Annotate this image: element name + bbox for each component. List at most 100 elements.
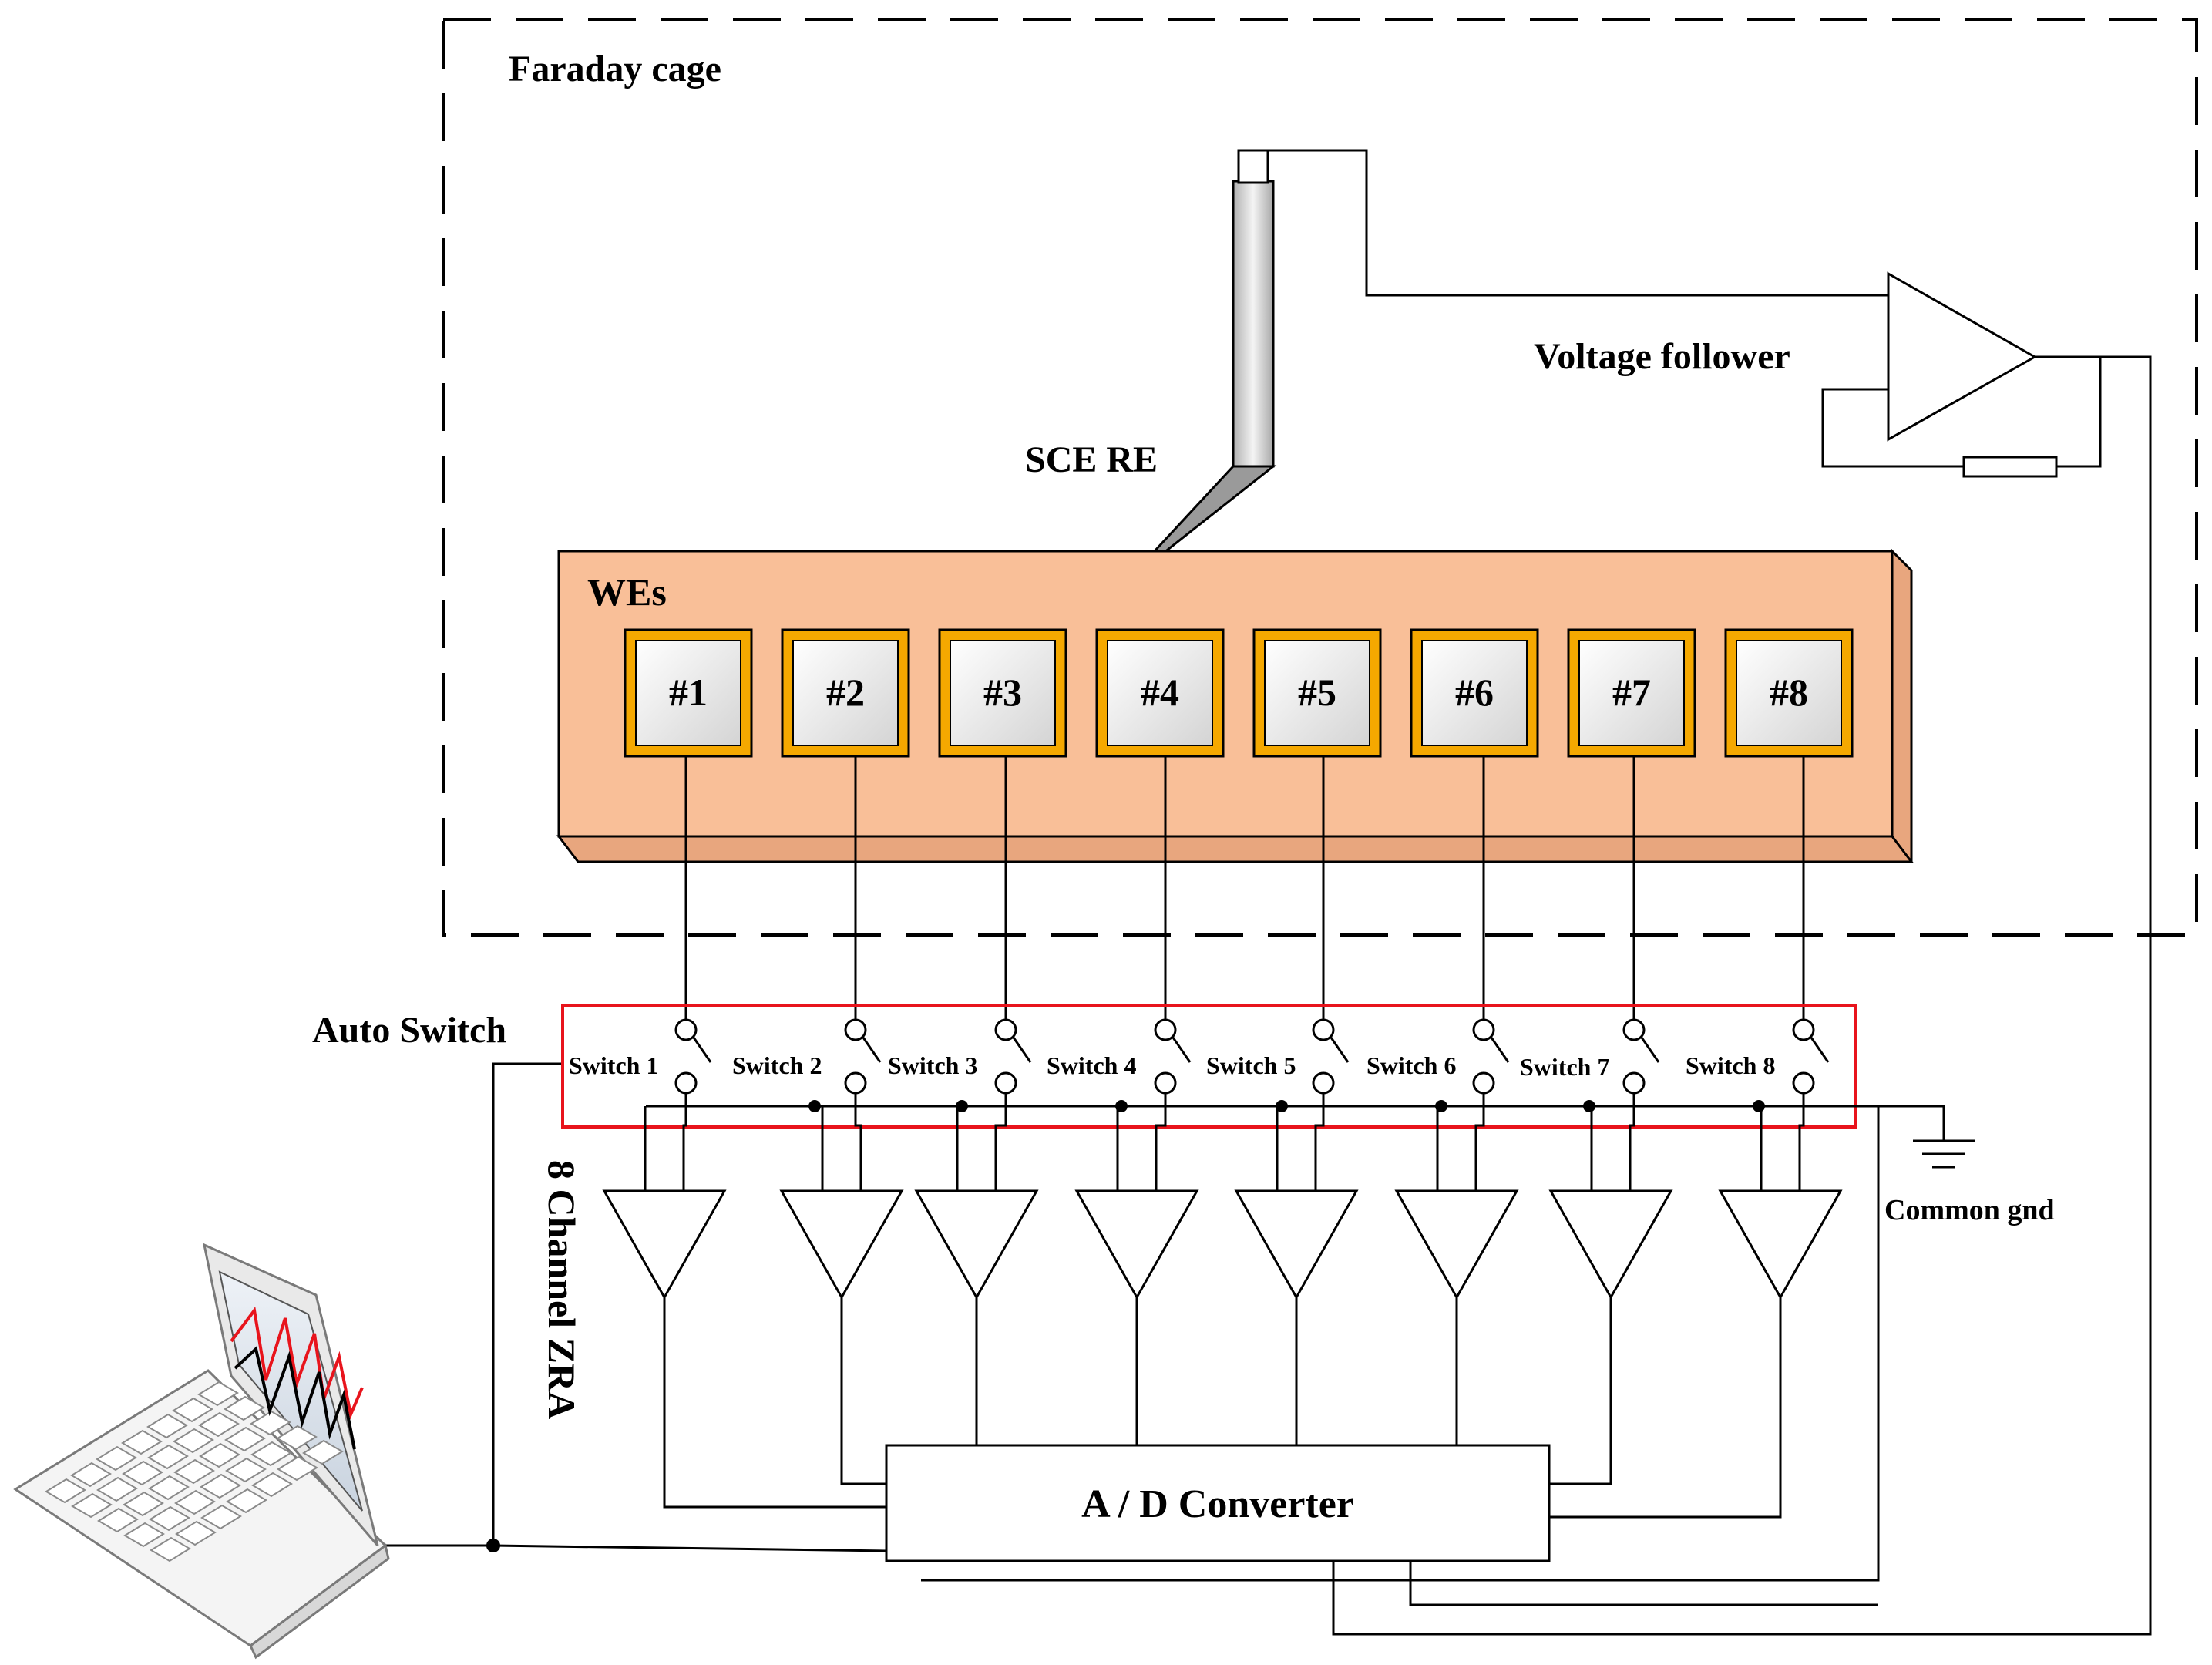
laptop-keyboard bbox=[45, 1381, 344, 1562]
switch-5: Switch 5 bbox=[1206, 1018, 1350, 1095]
switch-4: Switch 4 bbox=[1047, 1018, 1192, 1095]
zra-output-wire bbox=[1549, 1297, 1612, 1485]
electrode-pad bbox=[1421, 640, 1528, 746]
zra-signal-input bbox=[1314, 1093, 1325, 1191]
keyboard-key bbox=[96, 1476, 138, 1502]
zra-amplifier bbox=[602, 1189, 727, 1300]
black-trace bbox=[234, 1346, 356, 1450]
keyboard-key bbox=[277, 1455, 318, 1482]
switch-8: Switch 8 bbox=[1686, 1018, 1830, 1095]
switch-3: Switch 3 bbox=[888, 1018, 1032, 1095]
keyboard-key bbox=[148, 1475, 190, 1501]
electrode-8: #8 bbox=[1724, 628, 1854, 758]
keyboard-key bbox=[200, 1504, 242, 1530]
sce-probe-body bbox=[1232, 180, 1275, 468]
zra-signal-input bbox=[1155, 1093, 1167, 1191]
zra-amplifier-7 bbox=[1548, 1093, 1673, 1485]
keyboard-key bbox=[146, 1413, 188, 1439]
bus-junction bbox=[1753, 1100, 1765, 1112]
sce-re-label: SCE RE bbox=[1025, 439, 1158, 480]
ad-converter-label: A / D Converter bbox=[1081, 1482, 1354, 1526]
electrode-label: #8 bbox=[1770, 671, 1808, 714]
bus-junction bbox=[1115, 1100, 1128, 1112]
keyboard-key bbox=[224, 1426, 266, 1452]
keyboard-key bbox=[251, 1472, 293, 1498]
switch-blade bbox=[1490, 1037, 1510, 1063]
switch-label: Switch 5 bbox=[1206, 1051, 1296, 1079]
electrode-pad bbox=[950, 640, 1056, 746]
faraday-cage-label: Faraday cage bbox=[509, 49, 721, 89]
electrode-label: #1 bbox=[669, 671, 708, 714]
ground-bus-wire bbox=[1855, 1105, 1945, 1141]
switch-1: Switch 1 bbox=[569, 1018, 712, 1095]
switch-bottom-contact bbox=[674, 1071, 698, 1095]
switch-bottom-contact bbox=[844, 1071, 867, 1095]
ground-return-wire bbox=[1409, 1561, 1878, 1606]
switch-top-contact bbox=[1472, 1018, 1495, 1041]
electrode-pad bbox=[1107, 640, 1213, 746]
keyboard-key bbox=[302, 1439, 344, 1465]
switch-label: Switch 8 bbox=[1686, 1051, 1775, 1079]
zra-amplifier bbox=[779, 1189, 904, 1300]
faraday-cage: Faraday cage bbox=[442, 18, 2198, 937]
auto-switch: Auto Switch bbox=[312, 1010, 887, 1552]
switch-bottom-contact bbox=[1154, 1071, 1177, 1095]
electrode-pad bbox=[1264, 640, 1370, 746]
laptop bbox=[13, 1243, 390, 1660]
bus-junction bbox=[808, 1100, 821, 1112]
keyboard-key bbox=[123, 1522, 165, 1548]
switch-top-contact bbox=[1154, 1018, 1177, 1041]
common-ground: Common gnd bbox=[921, 1105, 2055, 1606]
electrode-2: #2 bbox=[781, 628, 910, 758]
switch-label: Switch 6 bbox=[1367, 1051, 1456, 1079]
electrode-5: #5 bbox=[1252, 628, 1382, 758]
voltage-follower: Voltage follower bbox=[1272, 149, 2152, 1636]
keyboard-key bbox=[149, 1505, 190, 1532]
keyboard-key bbox=[173, 1428, 214, 1454]
we-block: WEs bbox=[556, 548, 1914, 863]
keyboard-key bbox=[175, 1520, 217, 1546]
sce-probe-cap bbox=[1237, 149, 1269, 184]
switch-label: Switch 3 bbox=[888, 1051, 977, 1079]
electrode-label: #2 bbox=[826, 671, 865, 714]
switch-top-contact bbox=[844, 1018, 867, 1041]
electrode-label: #7 bbox=[1612, 671, 1651, 714]
switch-blade bbox=[862, 1037, 882, 1063]
zra-amplifier-2 bbox=[779, 1093, 904, 1485]
keyboard-key bbox=[173, 1458, 215, 1485]
electrode-label: #5 bbox=[1298, 671, 1336, 714]
electrode-6: #6 bbox=[1410, 628, 1539, 758]
zra-amplifier bbox=[1394, 1189, 1519, 1300]
keyboard-key bbox=[197, 1381, 239, 1407]
bus-junction bbox=[1276, 1100, 1288, 1112]
zra-amplifier bbox=[1074, 1189, 1199, 1300]
electrode-label: #4 bbox=[1141, 671, 1179, 714]
bus-junction bbox=[1583, 1100, 1595, 1112]
zra-amplifier-5 bbox=[1234, 1093, 1359, 1445]
zra-output-wire bbox=[1549, 1297, 1782, 1519]
keyboard-key bbox=[200, 1473, 241, 1499]
voltage-follower-amplifier bbox=[1887, 271, 2038, 442]
switch-label: Switch 7 bbox=[1520, 1053, 1609, 1081]
keyboard-key bbox=[121, 1429, 163, 1455]
auto-switch-label: Auto Switch bbox=[312, 1010, 506, 1051]
keyboard-key bbox=[70, 1462, 112, 1488]
zra-amplifiers bbox=[602, 1093, 1855, 1519]
zra-amplifier bbox=[1548, 1189, 1673, 1300]
switch-2: Switch 2 bbox=[732, 1018, 882, 1095]
zra-signal-input bbox=[1798, 1093, 1805, 1191]
switch-blade bbox=[1810, 1037, 1830, 1063]
keyboard-key bbox=[71, 1492, 113, 1519]
keyboard-key bbox=[226, 1488, 267, 1514]
electrode-1: #1 bbox=[624, 628, 753, 758]
switch-top-contact bbox=[1622, 1018, 1646, 1041]
sce-reference-electrode: SCE RE bbox=[1025, 149, 1277, 586]
electrode-label: #6 bbox=[1455, 671, 1494, 714]
voltage-follower-label: Voltage follower bbox=[1534, 336, 1790, 377]
electrode-pad bbox=[792, 640, 899, 746]
zra-signal-input bbox=[682, 1093, 687, 1191]
keyboard-key bbox=[147, 1444, 189, 1470]
switch-bottom-contact bbox=[994, 1071, 1017, 1095]
